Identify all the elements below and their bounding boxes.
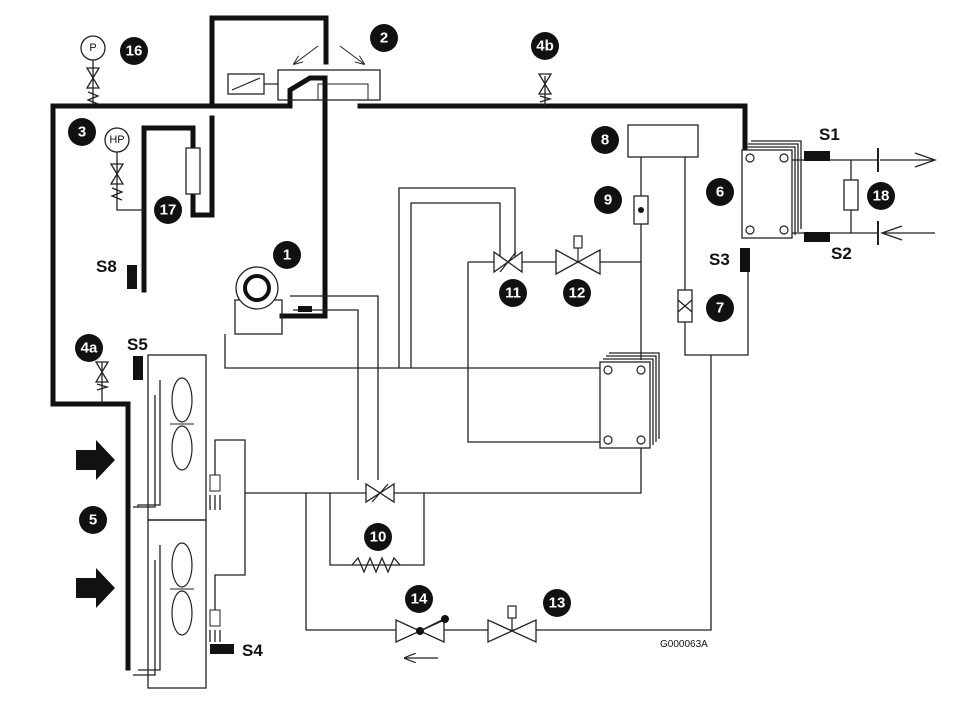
flow-switch-icon <box>843 179 859 211</box>
badge-12: 12 <box>563 279 591 307</box>
compressor <box>234 266 312 335</box>
condenser <box>76 248 750 689</box>
sensor-s1-icon <box>804 151 830 161</box>
svg-text:14: 14 <box>411 591 428 608</box>
plate-heat-exchanger-economizer <box>599 352 660 449</box>
fan-icon <box>170 542 194 636</box>
liquid-receiver <box>185 147 201 195</box>
badge-8: 8 <box>591 126 619 154</box>
main-piping <box>50 15 748 671</box>
drawing-code: G000063A <box>660 639 708 650</box>
sensor-s8-icon <box>127 265 137 289</box>
svg-text:6: 6 <box>716 184 724 201</box>
svg-text:16: 16 <box>126 43 143 60</box>
badge-7: 7 <box>706 294 734 322</box>
badge-4b: 4b <box>531 32 559 60</box>
high-pressure-switch-icon: HP <box>104 127 130 201</box>
svg-text:2: 2 <box>380 30 388 47</box>
water-in-arrow-icon <box>880 225 935 241</box>
badge-9: 9 <box>594 186 622 214</box>
badge-16: 16 <box>120 37 148 65</box>
svg-text:11: 11 <box>505 285 521 302</box>
solenoid-valve-12-icon <box>555 235 601 276</box>
svg-text:10: 10 <box>370 529 387 546</box>
sensor-s5-icon <box>133 356 143 380</box>
check-valve-icon <box>209 609 221 642</box>
svg-text:8: 8 <box>601 132 609 149</box>
svg-text:9: 9 <box>604 192 612 209</box>
service-port-icon <box>94 361 110 391</box>
badge-3: 3 <box>68 118 96 146</box>
badge-11: 11 <box>499 279 527 307</box>
fan-icon <box>170 377 194 471</box>
badge-14: 14 <box>405 585 433 613</box>
plate-heat-exchanger-water <box>741 140 802 239</box>
expansion-valve-11-icon <box>493 250 523 274</box>
badge-4a: 4a <box>75 334 103 362</box>
sensor-label-s1: S1 <box>819 125 840 144</box>
svg-text:5: 5 <box>89 512 97 529</box>
water-out-arrow-icon <box>880 152 937 168</box>
pressure-gauge-label: P <box>89 42 96 54</box>
pressure-gauge-icon: P <box>80 35 106 105</box>
airflow-arrow-icon <box>76 568 115 608</box>
badge-17: 17 <box>154 196 182 224</box>
badge-1: 1 <box>273 241 301 269</box>
four-way-valve <box>227 45 381 101</box>
receiver-tank <box>627 124 699 158</box>
sensor-label-s8: S8 <box>96 257 117 276</box>
badge-5: 5 <box>79 506 107 534</box>
sensor-s3-icon <box>740 248 750 272</box>
badge-10: 10 <box>364 523 392 551</box>
sensor-label-s4: S4 <box>242 641 263 660</box>
badge-13: 13 <box>543 589 571 617</box>
sensor-label-s3: S3 <box>709 250 730 269</box>
water-circuit <box>804 148 937 245</box>
heater-resistor-icon <box>351 556 401 574</box>
high-pressure-label: HP <box>109 134 124 146</box>
solenoid-valve-13-icon <box>487 605 537 644</box>
svg-text:3: 3 <box>78 124 86 141</box>
svg-text:13: 13 <box>549 595 566 612</box>
check-valve-icon <box>209 474 221 510</box>
svg-text:4b: 4b <box>536 38 554 55</box>
sensor-s2-icon <box>804 232 830 242</box>
expansion-valve-10-icon <box>365 482 395 504</box>
sight-glass-icon <box>633 195 649 225</box>
badge-6: 6 <box>706 178 734 206</box>
filter-drier-icon <box>677 289 693 323</box>
svg-text:1: 1 <box>283 247 291 264</box>
sensor-label-s5: S5 <box>127 335 148 354</box>
svg-text:18: 18 <box>873 188 890 205</box>
badge-18: 18 <box>867 182 895 210</box>
check-valve-14-icon <box>395 615 449 658</box>
service-port-icon <box>537 73 553 103</box>
airflow-arrow-icon <box>76 440 115 480</box>
sensor-s4-icon <box>210 644 234 654</box>
svg-text:17: 17 <box>160 202 177 219</box>
svg-text:7: 7 <box>716 300 724 317</box>
svg-text:12: 12 <box>569 285 586 302</box>
badge-2: 2 <box>370 24 398 52</box>
svg-text:4a: 4a <box>81 340 98 357</box>
sensor-label-s2: S2 <box>831 244 852 263</box>
